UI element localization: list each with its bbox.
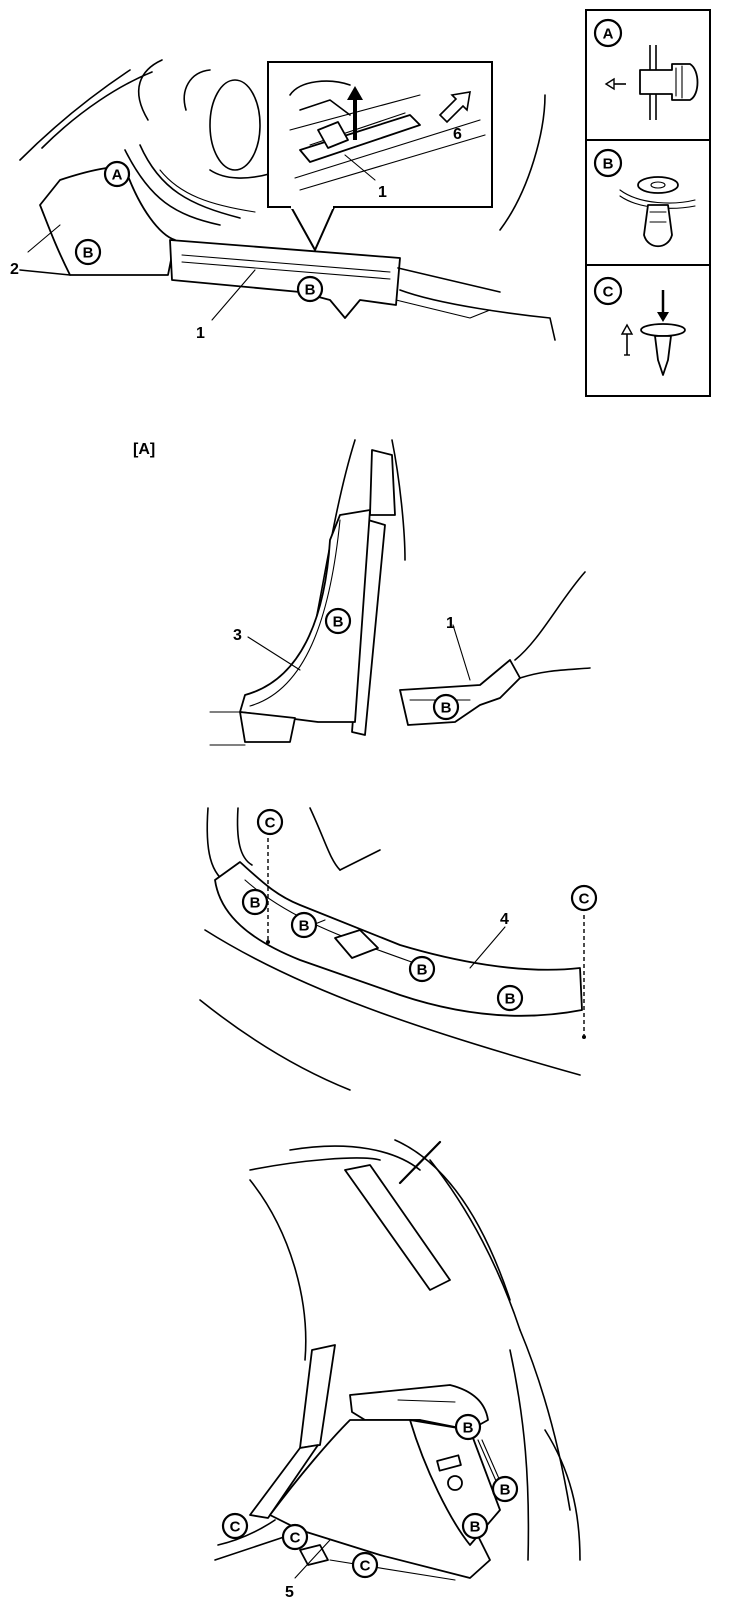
svg-text:B: B [305,282,316,299]
detail-inset [267,61,493,209]
overview-illustration [19,59,556,341]
svg-text:C: C [265,815,276,832]
clip-callout-c: C [351,1551,379,1579]
svg-text:C: C [230,1519,241,1536]
clip-callout-c: C [570,884,598,912]
clip-callout-c: C [256,808,284,836]
center-pillar-illustration [209,439,591,746]
clip-callout-b: B [290,911,318,939]
part-number-2: 2 [10,261,19,278]
svg-text:B: B [417,962,428,979]
part-number-4: 4 [500,911,509,928]
part-number-5: 5 [285,1584,294,1600]
view-label: [A] [133,441,155,458]
clip-callout-b: B [408,955,436,983]
kick-panel-part-2 [39,166,176,276]
clip-callout-b: B [74,238,102,266]
clip-callout-c: C [281,1523,309,1551]
svg-text:C: C [603,284,614,301]
legend-clip-b: B [593,148,696,248]
svg-text:B: B [500,1482,511,1499]
clip-callout-b: B [491,1475,519,1503]
svg-text:A: A [603,26,614,43]
svg-text:A: A [112,167,123,184]
clip-callout-a: A [103,160,131,188]
svg-text:B: B [463,1420,474,1437]
clip-callout-b: B [296,275,324,303]
svg-text:B: B [250,895,261,912]
part-number-1-inset: 1 [378,184,387,201]
svg-text:B: B [505,991,516,1008]
svg-text:C: C [579,891,590,908]
svg-text:C: C [360,1558,371,1575]
clip-legend: A B C [585,9,711,397]
clip-callout-b: B [432,693,460,721]
rear-sill-illustration [199,807,586,1091]
clip-callout-b: B [241,888,269,916]
part-number-1-overview: 1 [196,325,205,342]
part-number-6: 6 [453,126,462,143]
center-pillar-trim-part-3 [239,509,371,723]
svg-text:B: B [299,918,310,935]
svg-text:C: C [290,1530,301,1547]
svg-text:B: B [83,245,94,262]
clip-callout-b: B [324,607,352,635]
clip-callout-b: B [496,984,524,1012]
rear-quarter-illustration [214,1139,581,1581]
legend-clip-a: A [593,18,699,120]
svg-text:B: B [603,156,614,173]
svg-text:B: B [470,1519,481,1536]
clip-callout-c: C [221,1512,249,1540]
rear-sill-trim-part-4 [214,861,583,1017]
sill-plate-part-1 [169,239,401,319]
part-number-3: 3 [233,627,242,644]
svg-text:B: B [333,614,344,631]
legend-clip-c: C [593,276,686,376]
clip-callout-b: B [461,1512,489,1540]
clip-callout-b: B [454,1413,482,1441]
svg-text:B: B [441,700,452,717]
part-number-1-view-a: 1 [446,615,455,632]
sill-plate-part-1-view-a [399,659,521,726]
